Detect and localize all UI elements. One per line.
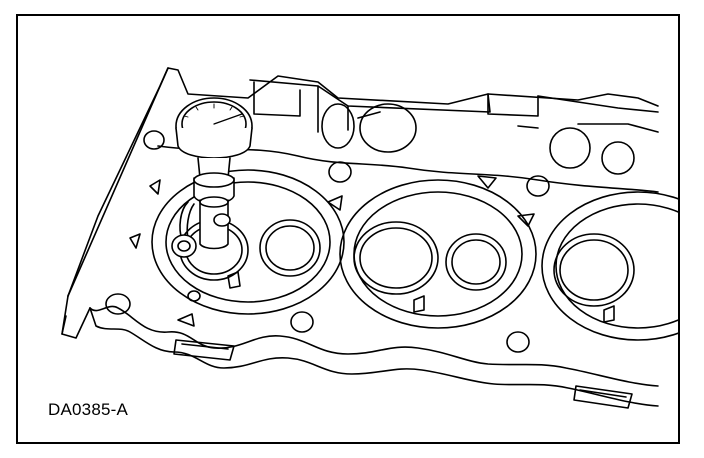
bolt-hole [526, 175, 550, 197]
bolt-boss [321, 103, 355, 149]
bolt-hole [328, 161, 352, 183]
valve-seat [445, 233, 507, 291]
valve-seat-inner [451, 239, 501, 285]
gasket-surface [89, 145, 659, 407]
valve-seat-inner [559, 239, 629, 301]
cylinder-bore-2 [339, 179, 537, 329]
head-left-edge [61, 295, 91, 339]
valve-seat-inner [359, 227, 433, 289]
bolt-hole [290, 311, 314, 333]
cylinder-bore-1 [151, 169, 345, 315]
figure-frame: DA0385-A [16, 14, 680, 444]
valve-seats [179, 219, 635, 307]
valve-seat [353, 221, 439, 295]
dial-indicator [171, 97, 253, 258]
bolt-boss [359, 103, 417, 153]
coolant-passages [129, 175, 615, 327]
cylinder-bore-3 [541, 191, 678, 341]
figure-code-label: DA0385-A [48, 400, 129, 419]
bolt-hole [143, 130, 165, 150]
bolt-hole [105, 293, 131, 315]
chamber-1 [165, 181, 331, 303]
bolt-hole-small [187, 290, 201, 302]
bolt-boss [601, 141, 635, 175]
combustion-chambers [151, 169, 678, 341]
head-bolt-holes [105, 130, 550, 353]
chamber-3 [555, 203, 678, 329]
gasket-tabs [173, 339, 633, 409]
dial-needle [213, 113, 243, 125]
bolt-boss [549, 127, 591, 169]
valve-seat-inner [265, 225, 315, 271]
cylinder-head-illustration [61, 67, 678, 409]
head-rear-ledge [67, 67, 659, 297]
contact-tip [171, 234, 197, 258]
valve-seat [259, 219, 321, 277]
bolt-hole [506, 331, 530, 353]
valve-seat [553, 233, 635, 307]
